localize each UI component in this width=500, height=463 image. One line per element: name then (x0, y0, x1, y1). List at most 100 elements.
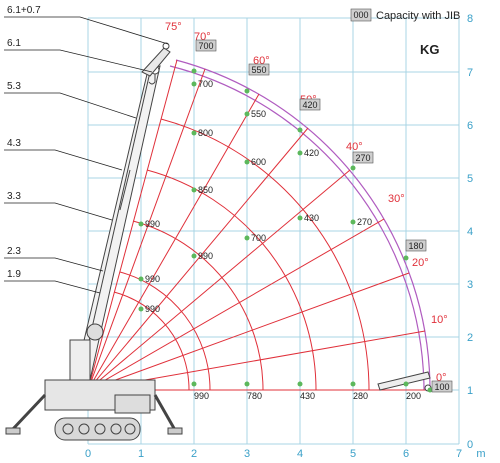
jib-box (195, 39, 217, 52)
capacity-value: 550 (251, 109, 266, 119)
capacity-value: 780 (247, 391, 262, 401)
arc-r6-1 (175, 59, 431, 391)
leader-6-1 (4, 49, 153, 73)
capacity-value: 990 (198, 251, 213, 261)
point (244, 381, 250, 387)
angle-label-0: 0° (436, 372, 447, 384)
point (191, 253, 197, 259)
unit-kg-label: KG (420, 42, 440, 57)
x-tick-label: 3 (244, 448, 250, 460)
boom-length-labels: 6.1+0.7 6.1 5.3 4.3 3.3 2.3 1.9 (7, 5, 41, 280)
crane-boom-line (81, 71, 151, 373)
crane-tracks (54, 417, 141, 441)
ray-70 (87, 68, 206, 391)
capacity-value: 990 (145, 219, 160, 229)
capacity-value: 990 (194, 391, 209, 401)
jib-capacity: 100 (434, 382, 449, 392)
capacity-value: 270 (357, 217, 372, 227)
arc-r6-1-inner (169, 65, 425, 391)
leader-3-3 (4, 202, 113, 221)
crane-jib (141, 47, 171, 77)
ray-30 (87, 218, 385, 391)
jib-capacity: 700 (198, 41, 213, 51)
point (350, 165, 356, 171)
point (403, 381, 409, 387)
point (427, 387, 433, 393)
boom-label: 3.3 (7, 191, 21, 202)
angle-label-30: 30° (388, 193, 405, 205)
outrigger-pad (5, 427, 21, 435)
outrigger-right (153, 394, 177, 431)
capacity-value: 430 (300, 391, 315, 401)
jib-box (431, 380, 453, 393)
boom-label: 1.9 (7, 269, 21, 280)
arc-r3-3 (132, 220, 264, 391)
x-unit-label: m (476, 448, 485, 460)
jib-capacity: 420 (302, 100, 317, 110)
point (191, 130, 197, 136)
leader-4-3 (4, 149, 123, 171)
track-wheel (94, 423, 106, 435)
point (244, 88, 250, 94)
arc-r4-3 (146, 169, 317, 391)
hook (148, 74, 156, 85)
x-tick-label: 7 (456, 448, 462, 460)
point (297, 381, 303, 387)
y-tick-label: 8 (467, 13, 473, 25)
leader-5-3 (4, 92, 137, 119)
legend-swatch (350, 8, 372, 22)
point (297, 150, 303, 156)
point (297, 215, 303, 221)
x-tick-label: 0 (85, 448, 91, 460)
capacity-value: 850 (198, 185, 213, 195)
capacity-value: 600 (251, 157, 266, 167)
point (138, 306, 144, 312)
x-tick-label: 5 (350, 448, 356, 460)
legend: 000 Capacity with JIB (350, 8, 460, 22)
y-tick-label: 1 (467, 385, 473, 397)
capacity-value: 990 (145, 274, 160, 284)
ray-50 (87, 127, 309, 391)
capacity-value: 280 (353, 391, 368, 401)
arc-r5-3 (160, 118, 370, 391)
angle-label-20: 20° (412, 257, 429, 269)
ray-40 (87, 169, 351, 391)
ray-60 (87, 93, 260, 391)
jib-capacity: 550 (251, 65, 266, 75)
point (244, 159, 250, 165)
boom-label: 6.1+0.7 (7, 5, 41, 16)
crane-winch (86, 323, 104, 341)
y-tick-label: 3 (467, 279, 473, 291)
capacity-value: 200 (406, 391, 421, 401)
capacity-value: 430 (304, 213, 319, 223)
crane-illustration (5, 42, 432, 441)
legend-text: Capacity with JIB (376, 10, 460, 22)
y-tick-label: 6 (467, 120, 473, 132)
y-tick-label: 5 (467, 173, 473, 185)
boom-label: 5.3 (7, 81, 21, 92)
capacity-value: 420 (304, 148, 319, 158)
x-tick-label: 2 (191, 448, 197, 460)
point (191, 68, 197, 74)
jib-arcs (169, 59, 431, 391)
angle-label-75: 75° (165, 21, 182, 33)
crane-column (69, 339, 91, 381)
point (191, 81, 197, 87)
point (191, 381, 197, 387)
track-wheel (124, 423, 136, 435)
point (191, 187, 197, 193)
jib-box (405, 239, 427, 252)
point (244, 111, 250, 117)
outrigger-pad (167, 427, 183, 435)
point (297, 127, 303, 133)
jib-box (352, 151, 374, 164)
jib-box (299, 98, 321, 111)
crane-boom-detail (119, 169, 131, 211)
x-tick-label: 4 (297, 448, 303, 460)
boom-label: 4.3 (7, 138, 21, 149)
legend-swatch-text: 000 (353, 10, 368, 20)
leader-2-3 (4, 257, 104, 272)
point (350, 381, 356, 387)
ray-20 (87, 272, 410, 391)
track-wheel (110, 423, 122, 435)
